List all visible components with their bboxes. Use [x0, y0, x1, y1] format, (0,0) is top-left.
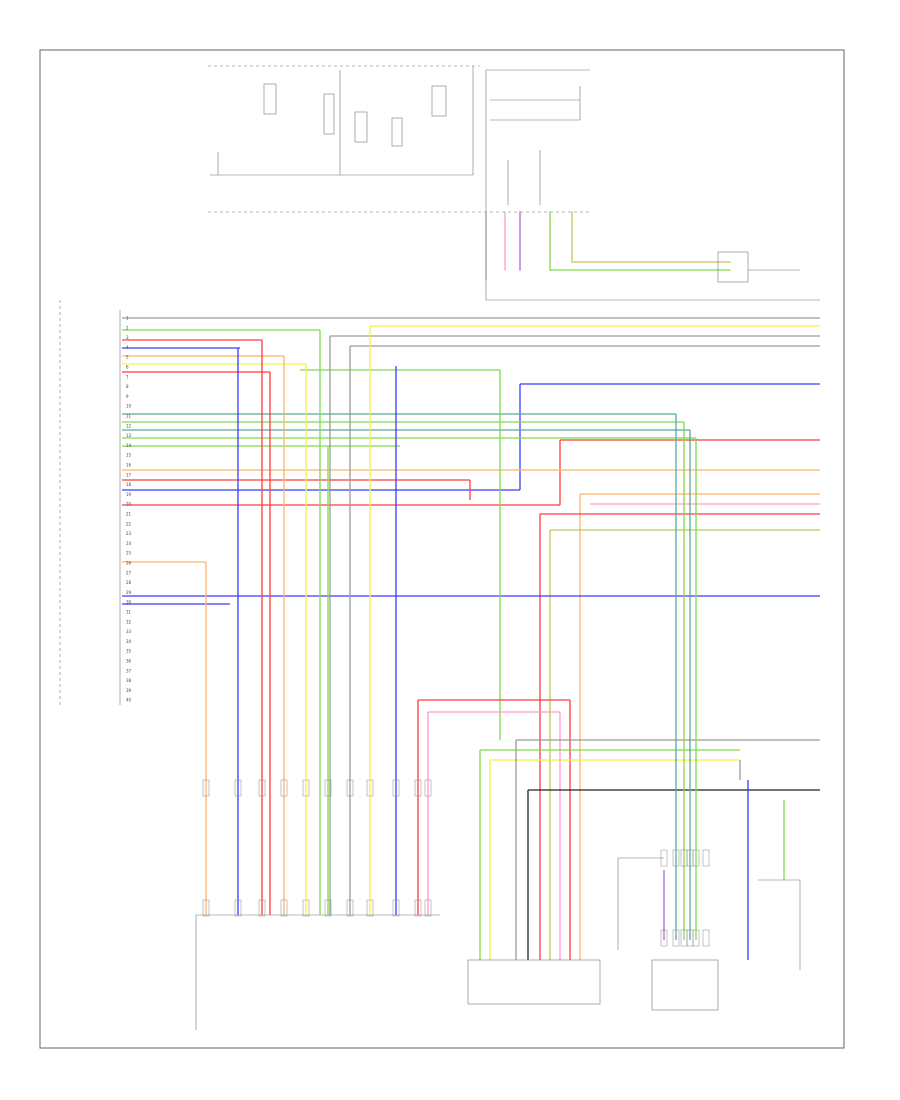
tcm-pin-number: 25 — [126, 551, 132, 556]
tcm-pin-number: 2 — [126, 325, 129, 330]
connector-chevrons — [202, 779, 710, 947]
tcm-pin-number: 14 — [126, 443, 132, 448]
wire-connector-marker — [692, 849, 700, 867]
tcm-pin-number: 17 — [126, 472, 132, 477]
wire-connector-marker — [366, 779, 374, 797]
wire-connector-marker — [702, 849, 710, 867]
tcm-pin-number: 29 — [126, 590, 132, 595]
wire-connector-marker — [258, 779, 266, 797]
tcm-pin-number: 3 — [126, 335, 129, 340]
tcm-pin-number: 16 — [126, 463, 132, 468]
joint-connector-box — [467, 959, 601, 1005]
wire-connector-marker — [692, 929, 700, 947]
at-transmission-connector — [195, 914, 440, 1030]
tcm-pin-number: 9 — [126, 394, 129, 399]
wire-connector-marker — [324, 779, 332, 797]
tcm-pin-number: 22 — [126, 521, 132, 526]
wire-connector-marker — [258, 899, 266, 917]
tcm-pin-number: 18 — [126, 482, 132, 487]
wire-connector-marker — [346, 779, 354, 797]
wire-connector-marker — [424, 899, 432, 917]
tcm-pin-number: 32 — [126, 619, 132, 624]
tcm-pin-number: 33 — [126, 629, 132, 634]
tcm-pin-number: 8 — [126, 384, 129, 389]
tcm-pin-number: 12 — [126, 423, 132, 428]
tcm-horizontal-wires — [122, 317, 820, 960]
tcm-pin-number: 36 — [126, 659, 132, 664]
wire-connector-marker — [392, 899, 400, 917]
wire-connector-marker — [302, 779, 310, 797]
wire-connector-marker — [202, 779, 210, 797]
tcm-pin-number: 34 — [126, 639, 132, 644]
engine-control-block — [208, 65, 590, 300]
wire-connector-marker — [234, 779, 242, 797]
wire-connector-marker — [366, 899, 374, 917]
tcm-pin-number: 15 — [126, 453, 132, 458]
diagram-frame — [39, 49, 845, 1049]
tcm-pin-number: 27 — [126, 570, 132, 575]
tcm-pin-number: 39 — [126, 688, 132, 693]
tcm-pin-number: 31 — [126, 610, 132, 615]
tcm-pin-number: 11 — [126, 414, 132, 419]
tcm-pin-number: 1 — [126, 316, 129, 321]
wire-connector-marker — [346, 899, 354, 917]
wire-connector-marker — [324, 899, 332, 917]
transmission-vertical-wires — [205, 326, 501, 915]
tcm-pin-number: 5 — [126, 355, 129, 360]
tcm-pin-number: 13 — [126, 433, 132, 438]
shift-sensor-wires — [617, 414, 697, 950]
wire-connector-marker — [414, 779, 422, 797]
tcm-pin-number: 38 — [126, 678, 132, 683]
wire-connector-marker — [702, 929, 710, 947]
tcm-pin-number: 20 — [126, 502, 132, 507]
shift-sensor-box — [651, 959, 719, 1011]
wire-connector-marker — [280, 899, 288, 917]
tcm-pin-number: 6 — [126, 365, 129, 370]
tcm-pin-number: 40 — [126, 698, 132, 703]
wire-connector-marker — [392, 779, 400, 797]
tcm-pin-labels: 1234567891011121314151617181920212223242… — [126, 316, 132, 703]
wire-connector-marker — [660, 929, 668, 947]
wire-connector-marker — [660, 849, 668, 867]
wire-connector-marker — [672, 929, 680, 947]
tcm-pin-number: 21 — [126, 512, 132, 517]
tcm-pin-number: 26 — [126, 561, 132, 566]
wire-connector-marker — [280, 779, 288, 797]
tcm-pin-number: 30 — [126, 600, 132, 605]
output-speed-sensor — [758, 800, 801, 970]
tcm-pin-number: 24 — [126, 541, 132, 546]
tcm-pin-number: 28 — [126, 580, 132, 585]
tcm-pin-number: 37 — [126, 668, 132, 673]
wire-connector-marker — [414, 899, 422, 917]
header-connector — [485, 211, 820, 301]
tcm-pin-number: 19 — [126, 492, 132, 497]
joint-connector-wires — [417, 699, 820, 960]
tcm-pin-number: 10 — [126, 404, 132, 409]
wire-connector-marker — [424, 779, 432, 797]
wire-connector-marker — [302, 899, 310, 917]
tcm-pin-column — [59, 300, 121, 705]
tcm-pin-number: 7 — [126, 374, 129, 379]
tcm-pin-number: 35 — [126, 649, 132, 654]
wire-connector-marker — [672, 849, 680, 867]
tcm-pin-number: 4 — [126, 345, 129, 350]
wire-connector-marker — [202, 899, 210, 917]
wire-connector-marker — [234, 899, 242, 917]
tcm-pin-number: 23 — [126, 531, 132, 536]
